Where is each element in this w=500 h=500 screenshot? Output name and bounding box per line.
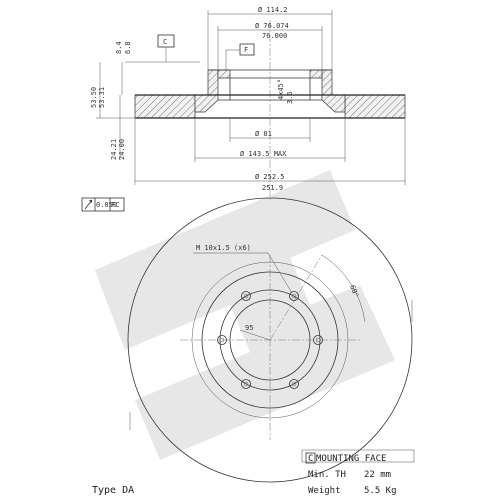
dim-height-53-50: 53.50: [90, 87, 98, 108]
dim-diameter-252-5: Ø 252.5: [255, 173, 285, 181]
bolt-spec-label: M 10x1.5 (x6): [196, 244, 251, 252]
tolerance-datum: FC: [111, 201, 119, 209]
dim-diameter-76-074: Ø 76.074: [255, 22, 289, 30]
angle-60-label: 60°: [348, 284, 360, 299]
info-table: C MOUNTING FACE Min. TH 22 mm Weight 5.5…: [301, 449, 415, 496]
dim-diameter-143-5: Ø 143.5 MAX: [240, 150, 287, 158]
dim-height-53-31: 53.31: [98, 87, 106, 108]
bolt-holes: [217, 291, 323, 389]
dim-height-3-6: 3.6: [286, 91, 294, 104]
mounting-face-label: MOUNTING FACE: [316, 454, 386, 464]
watermark-logo: [95, 170, 395, 460]
min-thickness-value: 22 mm: [364, 470, 391, 480]
dim-chamfer-4x45: 4x45°: [277, 79, 285, 100]
dim-height-24-21: 24.21: [110, 139, 118, 160]
datum-f-label: F: [244, 46, 248, 54]
runout-tolerance-frame: 0.050 FC: [81, 197, 125, 212]
weight-value: 5.5 Kg: [364, 486, 397, 496]
dim-diameter-76-000: 76.000: [262, 32, 287, 40]
mounting-face-letter: C: [308, 454, 313, 464]
cross-section-view: Ø 114.2 Ø 76.074 76.000 C F 8.4 6.8 53.5…: [90, 6, 406, 200]
type-label: Type DA: [92, 485, 134, 496]
pcd-95-label: 95: [245, 324, 253, 332]
front-view: M 10x1.5 (x6) 95 60°: [127, 197, 413, 483]
weight-label: Weight: [308, 486, 341, 496]
dim-diameter-251-9: 251.9: [262, 184, 283, 192]
dim-height-24-00: 24.00: [118, 139, 126, 160]
dim-height-8-4: 8.4: [115, 41, 123, 54]
datum-c-label: C: [163, 38, 167, 46]
datum-f-box: [239, 43, 255, 56]
dim-diameter-114-2: Ø 114.2: [258, 6, 288, 14]
dim-height-6-8: 6.8: [124, 41, 132, 54]
runout-arrow-icon: [84, 199, 93, 210]
tolerance-value: 0.050: [96, 201, 117, 209]
mounting-face-letter-box: [305, 452, 316, 464]
dim-diameter-81: Ø 81: [255, 130, 272, 138]
min-thickness-label: Min. TH: [308, 470, 346, 480]
